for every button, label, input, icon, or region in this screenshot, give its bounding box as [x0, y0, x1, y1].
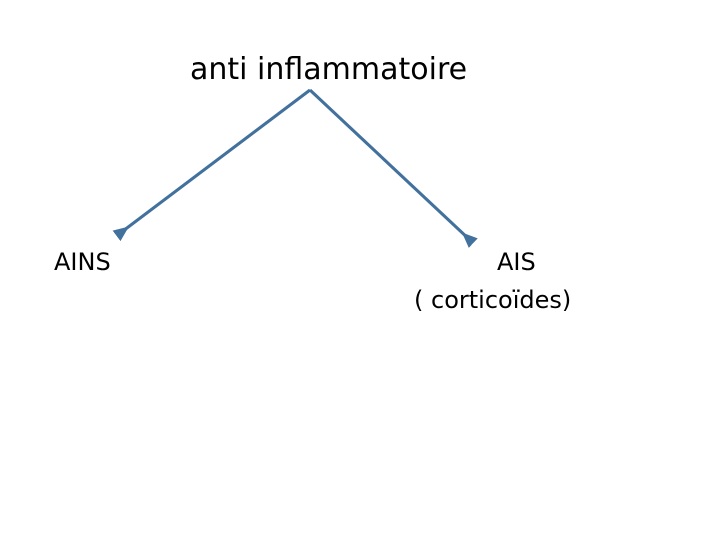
left-branch-arrow: [112, 88, 311, 242]
page-title: anti inflammatoire: [190, 52, 468, 87]
right-branch-arrow: [308, 88, 478, 248]
right-branch-label: AIS: [497, 248, 536, 276]
left-branch-label: AINS: [54, 248, 111, 276]
right-branch-sublabel: ( corticoïdes): [414, 286, 572, 314]
